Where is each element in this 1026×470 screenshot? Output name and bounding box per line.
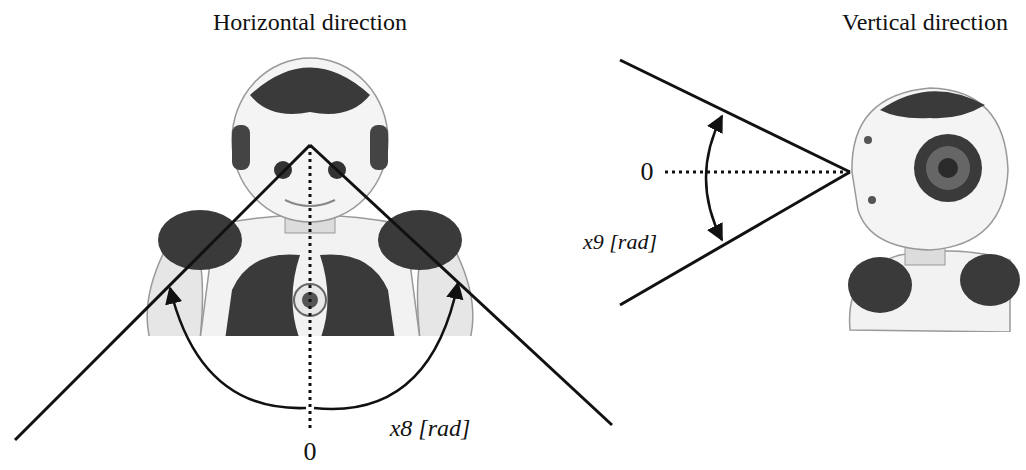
panel-title: Horizontal direction xyxy=(213,9,407,35)
panel-title: Vertical direction xyxy=(842,9,1008,35)
angle-label: x8 [rad] xyxy=(390,415,471,441)
robot-side xyxy=(848,88,1020,332)
zero-mark: 0 xyxy=(641,158,654,187)
zero-mark: 0 xyxy=(304,438,317,467)
angle-label: x9 [rad] xyxy=(583,230,657,254)
angle-lines xyxy=(620,60,850,305)
angle-lines xyxy=(15,145,612,440)
